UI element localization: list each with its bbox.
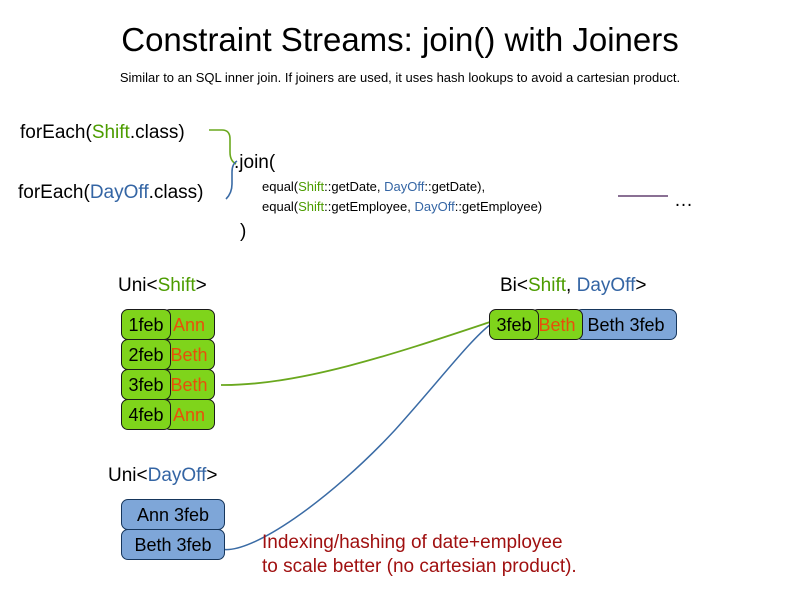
cell-employee: Beth	[163, 339, 215, 370]
code-equal-prefix: equal(	[262, 179, 299, 194]
cell-employee: Ann	[163, 399, 215, 430]
table-row[interactable]: 1feb Ann	[121, 309, 215, 340]
header-uni-shift-type: Shift	[157, 275, 196, 296]
code-ellipsis: …	[674, 190, 693, 211]
cell-date: 1feb	[121, 309, 171, 340]
header-bi-type-shift: Shift	[528, 275, 567, 296]
code-foreach-dayoff-prefix: forEach(	[18, 182, 90, 203]
header-bi-prefix: Bi<	[500, 275, 528, 296]
annotation-line-1: Indexing/hashing of date+employee	[262, 532, 563, 553]
code-equal-right-method: ::getEmployee)	[454, 199, 543, 214]
cell-dayoff: Ann 3feb	[121, 499, 225, 530]
table-row[interactable]: 3feb Beth	[121, 369, 215, 400]
cell-date: 4feb	[121, 399, 171, 430]
cell-dayoff: Beth 3feb	[575, 309, 677, 340]
code-foreach-shift-suffix: .class)	[129, 122, 185, 143]
header-uni-dayoff-type: DayOff	[147, 465, 207, 486]
table-row[interactable]: 3feb Beth Beth 3feb	[489, 309, 677, 340]
page-title: Constraint Streams: join() with Joiners	[121, 21, 679, 58]
header-uni-dayoff: Uni<DayOff>	[108, 464, 218, 488]
header-uni-shift-prefix: Uni<	[118, 275, 158, 296]
code-type-dayoff: DayOff	[89, 182, 149, 203]
cell-employee: Ann	[163, 309, 215, 340]
bi-joined-table: 3feb Beth Beth 3feb	[489, 309, 677, 340]
code-equal-left-method: ::getEmployee,	[324, 199, 415, 214]
table-row[interactable]: 4feb Ann	[121, 399, 215, 430]
code-equal-left-method: ::getDate,	[324, 179, 385, 194]
table-row[interactable]: 2feb Beth	[121, 339, 215, 370]
cell-date: 3feb	[121, 369, 171, 400]
uni-shift-table: 1feb Ann 2feb Beth 3feb Beth 4feb Ann	[121, 309, 215, 430]
code-equal-right-type: DayOff	[384, 179, 425, 194]
code-foreach-dayoff: forEach(DayOff.class)	[18, 181, 204, 205]
code-equal-right-method: ::getDate),	[424, 179, 486, 194]
annotation-note: Indexing/hashing of date+employee to sca…	[262, 531, 577, 579]
code-equal-left-type: Shift	[298, 199, 325, 214]
code-join-close: )	[240, 221, 247, 242]
wire-shift-row-to-bi	[220, 321, 491, 386]
header-bi-type-dayoff: DayOff	[576, 275, 636, 296]
header-bi-joined: Bi<Shift, DayOff>	[500, 274, 646, 298]
page-subtitle: Similar to an SQL inner join. If joiners…	[119, 70, 681, 85]
cell-dayoff: Beth 3feb	[121, 529, 225, 560]
code-equal-left-type: Shift	[298, 179, 325, 194]
table-row[interactable]: Ann 3feb	[121, 499, 225, 530]
code-join-open: .join(	[234, 152, 276, 173]
code-type-shift: Shift	[91, 122, 130, 143]
annotation-line-2: to scale better (no cartesian product).	[262, 556, 577, 577]
header-bi-suffix: >	[635, 275, 647, 296]
table-row[interactable]: Beth 3feb	[121, 529, 225, 560]
code-equal-prefix: equal(	[262, 199, 299, 214]
cell-date: 2feb	[121, 339, 171, 370]
cell-date: 3feb	[489, 309, 539, 340]
code-foreach-shift-prefix: forEach(	[20, 122, 92, 143]
header-uni-shift: Uni<Shift>	[118, 274, 207, 298]
code-equal-line-date: equal(Shift::getDate, DayOff::getDate),	[262, 178, 485, 195]
wire-dayoff-row-to-bi	[220, 323, 492, 551]
code-equal-right-type: DayOff	[414, 199, 455, 214]
code-foreach-shift: forEach(Shift.class)	[20, 121, 185, 145]
wire-foreach-shift-to-join	[209, 129, 237, 165]
header-uni-dayoff-prefix: Uni<	[108, 465, 148, 486]
header-bi-separator: ,	[566, 275, 577, 296]
uni-dayoff-table: Ann 3feb Beth 3feb	[121, 499, 225, 560]
header-uni-dayoff-suffix: >	[206, 465, 218, 486]
code-equal-line-employee: equal(Shift::getEmployee, DayOff::getEmp…	[262, 198, 542, 215]
code-foreach-dayoff-suffix: .class)	[148, 182, 204, 203]
header-uni-shift-suffix: >	[195, 275, 207, 296]
